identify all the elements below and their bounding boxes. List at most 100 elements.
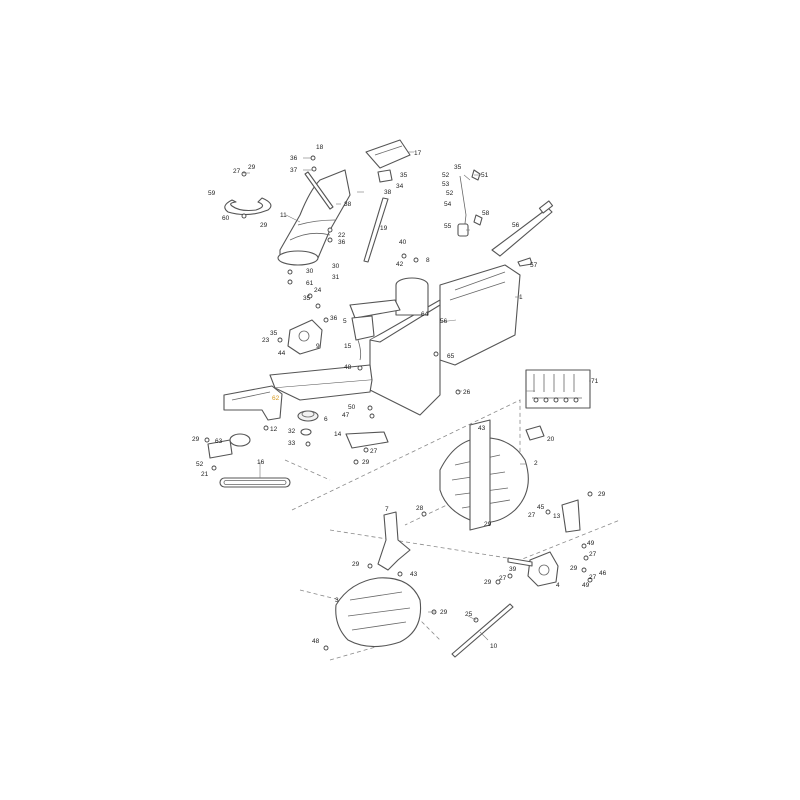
label-29: 29 xyxy=(598,491,606,498)
label-29: 29 xyxy=(440,609,448,616)
label-60: 60 xyxy=(222,215,230,222)
label-21: 21 xyxy=(201,471,209,478)
label-31: 31 xyxy=(332,274,340,281)
label-3: 3 xyxy=(335,597,339,604)
label-27: 27 xyxy=(499,575,507,582)
label-19: 19 xyxy=(380,225,388,232)
pulley-6 xyxy=(297,410,319,422)
label-71: 71 xyxy=(591,378,599,385)
label-32: 32 xyxy=(288,428,296,435)
label-26: 26 xyxy=(463,389,471,396)
label-30: 30 xyxy=(332,263,340,270)
label-33: 33 xyxy=(288,440,296,447)
label-48: 48 xyxy=(312,638,320,645)
label-53: 53 xyxy=(442,181,450,188)
chute-deflector-17 xyxy=(365,139,411,169)
fasteners xyxy=(204,155,593,651)
label-18: 18 xyxy=(316,144,324,151)
label-57: 57 xyxy=(530,262,538,269)
auger-shaft-43 xyxy=(469,419,491,531)
label-39: 39 xyxy=(509,566,517,573)
discharge-chute xyxy=(277,169,351,266)
label-14: 14 xyxy=(334,431,342,438)
label-30: 30 xyxy=(306,268,314,275)
label-11: 11 xyxy=(280,212,287,219)
label-28: 28 xyxy=(416,505,424,512)
label-36: 36 xyxy=(290,155,298,162)
label-8: 8 xyxy=(426,257,430,264)
motor-5 xyxy=(351,315,375,361)
belt-16 xyxy=(219,477,291,488)
label-20: 20 xyxy=(547,436,555,443)
chute-control-rod-19 xyxy=(363,197,389,263)
label-29: 29 xyxy=(352,561,360,568)
bracket-63 xyxy=(207,433,251,459)
leader-lines xyxy=(243,151,591,641)
label-46: 46 xyxy=(599,570,607,577)
gearbox-4 xyxy=(507,551,559,587)
label-44: 44 xyxy=(278,350,286,357)
chute-ring-59 xyxy=(224,197,272,216)
label-35: 35 xyxy=(303,295,311,302)
frame-arms xyxy=(269,299,401,401)
chute-rod-18 xyxy=(304,171,334,210)
auger-housing-1 xyxy=(369,264,521,416)
label-55: 55 xyxy=(444,223,452,230)
hardware-kit-71 xyxy=(525,369,591,409)
label-47: 47 xyxy=(342,412,350,419)
label-62: 62 xyxy=(272,395,280,402)
label-58: 58 xyxy=(482,210,490,217)
part-20 xyxy=(525,425,545,441)
label-27: 27 xyxy=(589,551,597,558)
label-15: 15 xyxy=(344,343,352,350)
label-1: 1 xyxy=(519,294,523,301)
label-23: 23 xyxy=(262,337,270,344)
label-27: 27 xyxy=(589,574,597,581)
label-10: 10 xyxy=(490,643,498,650)
label-17: 17 xyxy=(414,150,422,157)
shaft-10 xyxy=(451,603,514,658)
chute-bracket-34 xyxy=(377,169,393,183)
label-29: 29 xyxy=(248,164,256,171)
handle-56 xyxy=(491,200,554,267)
label-40: 40 xyxy=(399,239,407,246)
label-59: 59 xyxy=(208,190,216,197)
label-34: 34 xyxy=(396,183,404,190)
label-52: 52 xyxy=(446,190,454,197)
label-29: 29 xyxy=(260,222,268,229)
label-37: 37 xyxy=(290,167,298,174)
washer-32 xyxy=(300,428,312,436)
label-52: 52 xyxy=(442,172,450,179)
label-9: 9 xyxy=(316,343,320,350)
label-6: 6 xyxy=(324,416,328,423)
label-49: 49 xyxy=(582,582,590,589)
label-29: 29 xyxy=(570,565,578,572)
label-64: 64 xyxy=(421,311,429,318)
label-38: 38 xyxy=(344,201,352,208)
bracket-7 xyxy=(377,511,411,571)
gearbox-9 xyxy=(287,319,323,355)
label-38: 38 xyxy=(384,189,392,196)
label-29: 29 xyxy=(484,521,492,528)
label-29: 29 xyxy=(362,459,370,466)
part-numbers: 18 17 27 29 36 37 35 34 35 52 51 53 52 5… xyxy=(192,144,607,650)
label-13: 13 xyxy=(553,513,561,520)
label-25: 25 xyxy=(465,611,473,618)
label-52: 52 xyxy=(196,461,204,468)
label-54: 54 xyxy=(444,201,452,208)
skid-13 xyxy=(561,499,581,533)
label-45: 45 xyxy=(537,504,545,511)
label-35: 35 xyxy=(454,164,462,171)
label-12: 12 xyxy=(270,426,278,433)
label-5: 5 xyxy=(343,318,347,325)
label-43: 43 xyxy=(410,571,418,578)
label-48: 48 xyxy=(344,364,352,371)
label-56: 56 xyxy=(440,318,448,325)
label-22: 22 xyxy=(338,232,346,239)
bracket-14 xyxy=(345,431,389,449)
label-61: 61 xyxy=(306,280,314,287)
label-36: 36 xyxy=(330,315,338,322)
label-24: 24 xyxy=(314,287,322,294)
label-7: 7 xyxy=(385,506,389,513)
label-42: 42 xyxy=(396,261,404,268)
